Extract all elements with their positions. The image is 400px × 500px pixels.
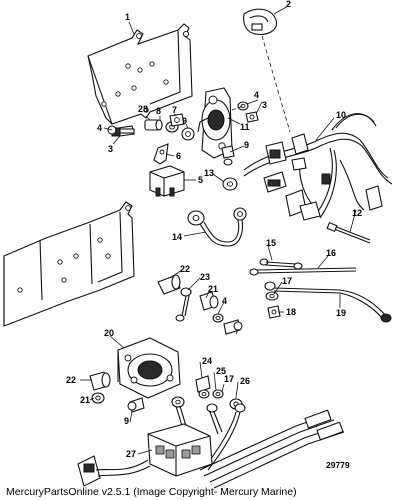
callout-9: 9	[244, 140, 249, 150]
lower-harness	[77, 396, 345, 489]
callout-17: 17	[224, 374, 234, 384]
callout-28: 28	[138, 104, 148, 114]
screw-left-upper	[107, 125, 135, 137]
callout-22: 22	[66, 375, 76, 385]
callout-27: 27	[126, 449, 136, 459]
callout-4: 4	[97, 123, 102, 133]
lower-solenoid	[117, 337, 181, 399]
ground-wires	[249, 258, 392, 323]
callout-4: 4	[222, 296, 227, 306]
starter-solenoid	[197, 87, 233, 159]
bushing-and-fasteners	[144, 113, 195, 141]
callout-12: 12	[352, 208, 362, 218]
callout-17: 17	[282, 276, 292, 286]
callout-6: 6	[176, 151, 181, 161]
cable-tie	[326, 222, 371, 244]
screw-solenoid	[221, 145, 235, 166]
callout-10: 10	[336, 110, 346, 120]
callout-4: 4	[254, 90, 259, 100]
upper-mounting-bracket	[87, 23, 193, 125]
nut-washer-upper	[231, 101, 259, 123]
callout-20: 20	[104, 328, 114, 338]
callout-2: 2	[286, 0, 291, 9]
lower-right-fasteners	[195, 375, 243, 410]
callout-1: 1	[125, 12, 130, 22]
wiring-harness	[243, 113, 393, 221]
leader-lines	[80, 5, 357, 455]
callout-21: 21	[80, 395, 90, 405]
wire-clip	[243, 8, 291, 133]
callout-16: 16	[326, 248, 336, 258]
washer	[222, 177, 238, 191]
callout-labels: 1 2 3 3 4 4 4 5 6 7 8 9 9 9 10 11 12 13 …	[66, 0, 362, 470]
callout-3: 3	[108, 144, 113, 154]
callout-14: 14	[172, 232, 182, 242]
screw-lower	[127, 397, 145, 413]
callout-7: 7	[172, 105, 177, 115]
callout-23: 23	[200, 272, 210, 282]
callout-3: 3	[262, 100, 267, 110]
callout-5: 5	[198, 175, 203, 185]
lower-mounting-bracket	[3, 201, 135, 327]
relay	[149, 165, 185, 197]
mid-fasteners	[157, 274, 243, 335]
copyright-footer: MercuryPartsOnline v2.5.1 (Image Copyrig…	[6, 486, 297, 498]
small-bracket	[153, 143, 169, 165]
callout-21: 21	[208, 284, 218, 294]
callout-22: 22	[180, 264, 190, 274]
callout-11: 11	[240, 122, 250, 132]
callout-8: 8	[156, 106, 161, 116]
callout-24: 24	[202, 356, 212, 366]
lower-left-fasteners	[89, 371, 111, 404]
diagram-reference-number: 29779	[326, 460, 350, 470]
callout-15: 15	[266, 238, 276, 248]
callout-9: 9	[124, 416, 129, 426]
callout-13: 13	[204, 168, 214, 178]
callout-18: 18	[286, 307, 296, 317]
callout-9: 9	[182, 116, 187, 126]
callout-25: 25	[216, 366, 226, 376]
callout-19: 19	[336, 308, 346, 318]
battery-cable-upper	[187, 207, 247, 247]
callout-26: 26	[240, 376, 250, 386]
